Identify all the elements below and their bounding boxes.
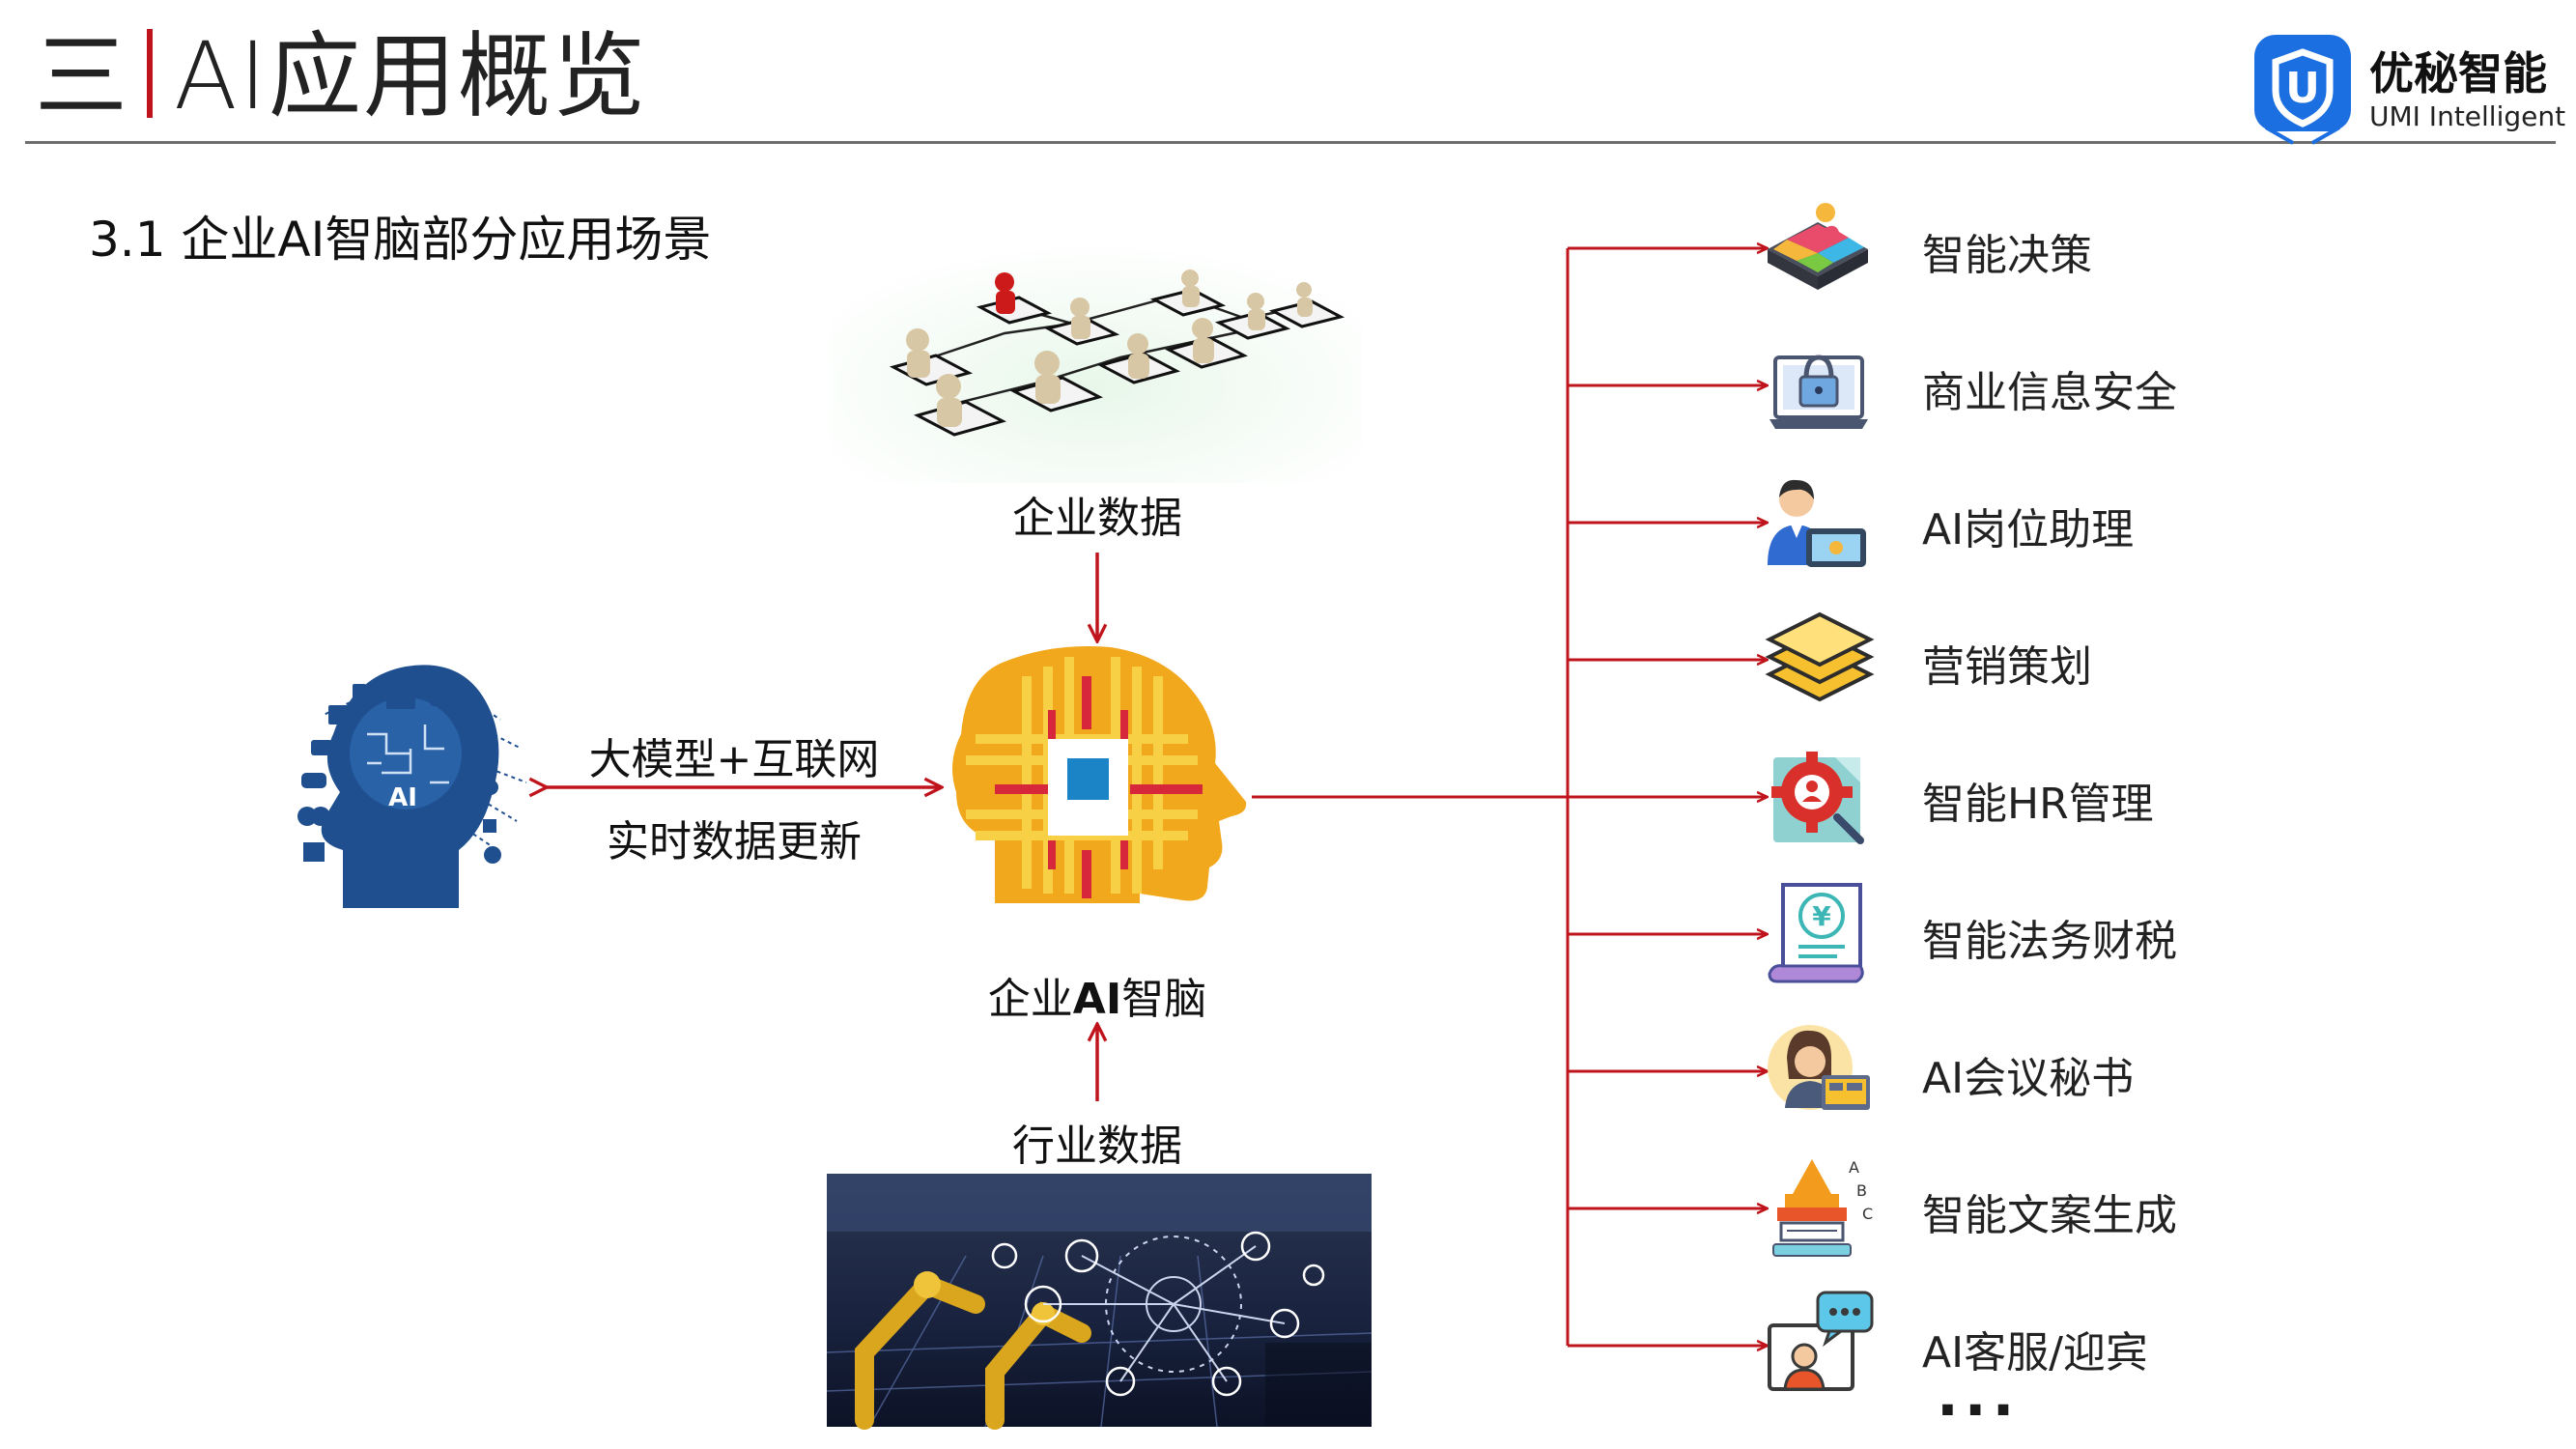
copywriting-icon: A B C [1772,1158,1873,1257]
enterprise-data-label: 企业数据 [1012,494,1182,543]
hr-gear-icon [1771,752,1864,844]
title-prefix: 三 [35,22,129,130]
app-label-security: 商业信息安全 [1922,368,2177,417]
title-divider [147,29,153,118]
laptop-lock-icon [1769,355,1868,429]
enterprise-network-image [831,242,1362,483]
layers-icon [1765,611,1875,702]
customer-service-icon [1768,1291,1874,1391]
meeting-secretary-icon [1768,1025,1870,1110]
app-label-meeting: AI会议秘书 [1922,1054,2135,1103]
brain-label-prefix: 企业 [987,975,1073,1024]
puzzle-icon [1768,203,1868,290]
application-connectors [1252,248,1768,1346]
app-label-customer-service: AI客服/迎宾 [1922,1328,2148,1378]
more-ellipsis: ··· [1937,1377,2021,1444]
header-divider [25,141,2556,144]
brand-name: 优秘智能 [2369,47,2547,99]
assistant-icon [1768,479,1866,567]
industry-factory-image [826,1174,1373,1430]
section-subtitle: 3.1 企业AI智脑部分应用场景 [89,212,712,268]
brand-subtitle: UMI Intelligent [2369,100,2566,132]
enterprise-brain-image [952,646,1247,903]
title-text: AI应用概览 [174,22,647,130]
brain-label-bold: AI [1072,975,1122,1024]
ai-head-image: AI [297,665,527,908]
link-label-line2: 实时数据更新 [607,817,862,867]
svg-text:¥: ¥ [1812,900,1831,932]
link-label-line1: 大模型+互联网 [588,735,880,784]
industry-data-label: 行业数据 [1012,1122,1182,1171]
app-label-copywriting: 智能文案生成 [1922,1191,2177,1240]
ai-head-text: AI [388,783,417,812]
brain-label-suffix: 智脑 [1121,975,1207,1024]
app-label-hr: 智能HR管理 [1922,780,2154,829]
tax-document-icon: ¥ [1768,883,1864,983]
svg-text:B: B [1856,1181,1867,1200]
enterprise-brain-label: 企业AI智脑 [927,964,1267,1026]
app-label-legal-tax: 智能法务财税 [1922,917,2177,966]
app-label-decision: 智能决策 [1922,231,2092,280]
svg-text:A: A [1849,1158,1859,1177]
svg-text:C: C [1862,1205,1873,1223]
app-label-marketing: 营销策划 [1922,642,2092,692]
app-label-assistant: AI岗位助理 [1922,505,2135,554]
